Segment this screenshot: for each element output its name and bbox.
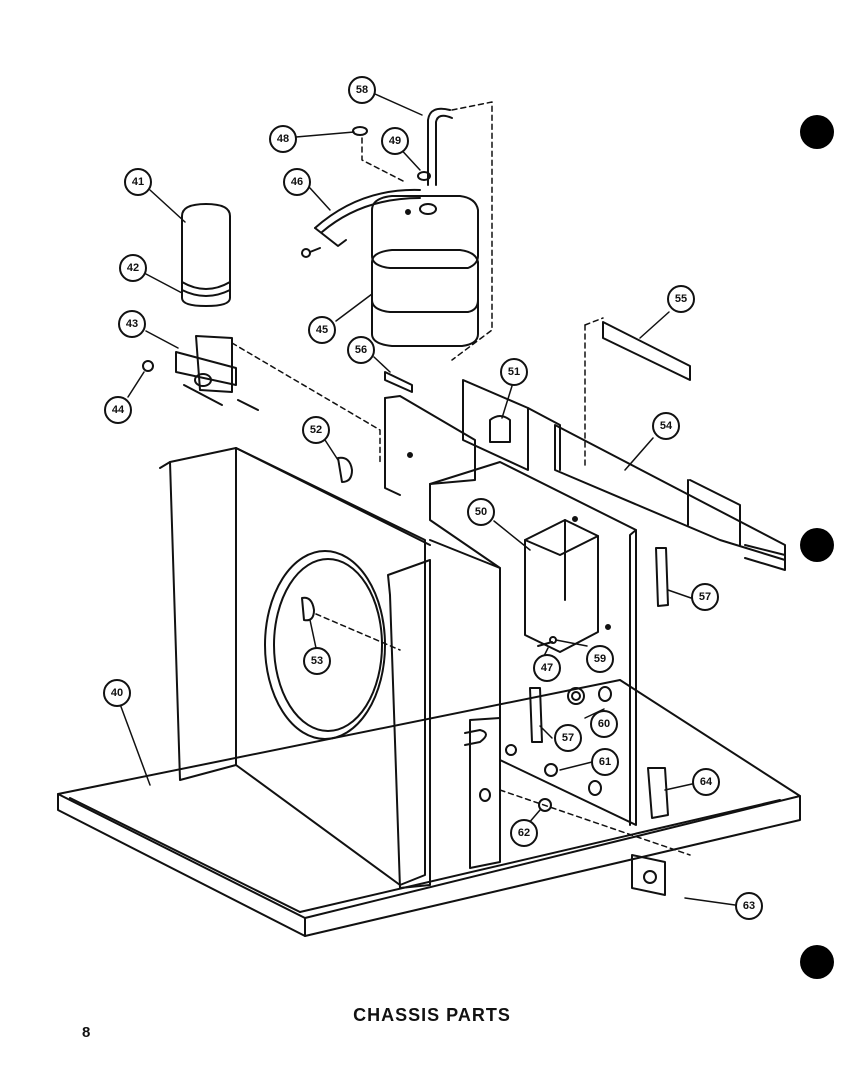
callout-label: 55 (675, 293, 687, 305)
rear-rail (462, 379, 786, 571)
bracket (175, 335, 237, 406)
callout-57: 57 (554, 724, 582, 752)
callout-label: 59 (594, 653, 606, 665)
callout-44: 44 (104, 396, 132, 424)
binder-hole-top (800, 115, 834, 149)
callout-56: 56 (347, 336, 375, 364)
callout-label: 58 (356, 84, 368, 96)
callout-label: 43 (126, 318, 138, 330)
callout-label: 40 (111, 687, 123, 699)
callout-49: 49 (381, 127, 409, 155)
strap (314, 188, 421, 247)
callout-64: 64 (692, 768, 720, 796)
callout-52: 52 (302, 416, 330, 444)
filter-holder (181, 203, 231, 307)
callout-label: 57 (562, 732, 574, 744)
callout-label: 51 (508, 366, 520, 378)
leader-lines (119, 93, 736, 906)
callout-label: 47 (541, 662, 553, 674)
binder-hole-bottom (800, 945, 834, 979)
callout-51: 51 (500, 358, 528, 386)
center-partition (429, 539, 501, 869)
callout-53: 53 (303, 647, 331, 675)
vertical-plate (384, 395, 476, 496)
callout-46: 46 (283, 168, 311, 196)
tube (427, 107, 453, 186)
callout-label: 49 (389, 135, 401, 147)
callout-label: 48 (277, 133, 289, 145)
callout-label: 62 (518, 827, 530, 839)
callout-59: 59 (586, 645, 614, 673)
callout-48: 48 (269, 125, 297, 153)
callout-label: 45 (316, 324, 328, 336)
callout-62: 62 (510, 819, 538, 847)
callout-label: 46 (291, 176, 303, 188)
callout-40: 40 (103, 679, 131, 707)
callout-label: 52 (310, 424, 322, 436)
callout-43: 43 (118, 310, 146, 338)
page-title: CHASSIS PARTS (353, 1005, 511, 1025)
callout-57: 57 (691, 583, 719, 611)
callout-label: 50 (475, 506, 487, 518)
callout-45: 45 (308, 316, 336, 344)
fasteners (142, 126, 691, 896)
binder-hole-middle (800, 528, 834, 562)
water-bottle (371, 195, 479, 347)
callout-label: 57 (699, 591, 711, 603)
callout-label: 61 (599, 756, 611, 768)
callout-63: 63 (735, 892, 763, 920)
callout-61: 61 (591, 748, 619, 776)
callout-label: 64 (700, 776, 713, 788)
callout-label: 54 (660, 420, 673, 432)
callout-label: 53 (311, 655, 323, 667)
callouts: 58 48 49 46 41 42 45 43 (103, 76, 763, 920)
callout-50: 50 (467, 498, 495, 526)
callout-label: 44 (112, 404, 125, 416)
callout-60: 60 (590, 710, 618, 738)
callout-label: 41 (132, 176, 144, 188)
assembly-lines (231, 101, 691, 856)
callout-label: 56 (355, 344, 367, 356)
callout-label: 42 (127, 262, 139, 274)
callout-58: 58 (348, 76, 376, 104)
callout-54: 54 (652, 412, 680, 440)
callout-47: 47 (533, 654, 561, 682)
control-panel (429, 461, 637, 826)
callout-label: 63 (743, 900, 755, 912)
blower-housing (159, 447, 431, 889)
page-number: 8 (82, 1024, 91, 1041)
callout-label: 60 (598, 718, 610, 730)
base-pan (57, 679, 801, 937)
callout-42: 42 (119, 254, 147, 282)
callout-41: 41 (124, 168, 152, 196)
callout-55: 55 (667, 285, 695, 313)
